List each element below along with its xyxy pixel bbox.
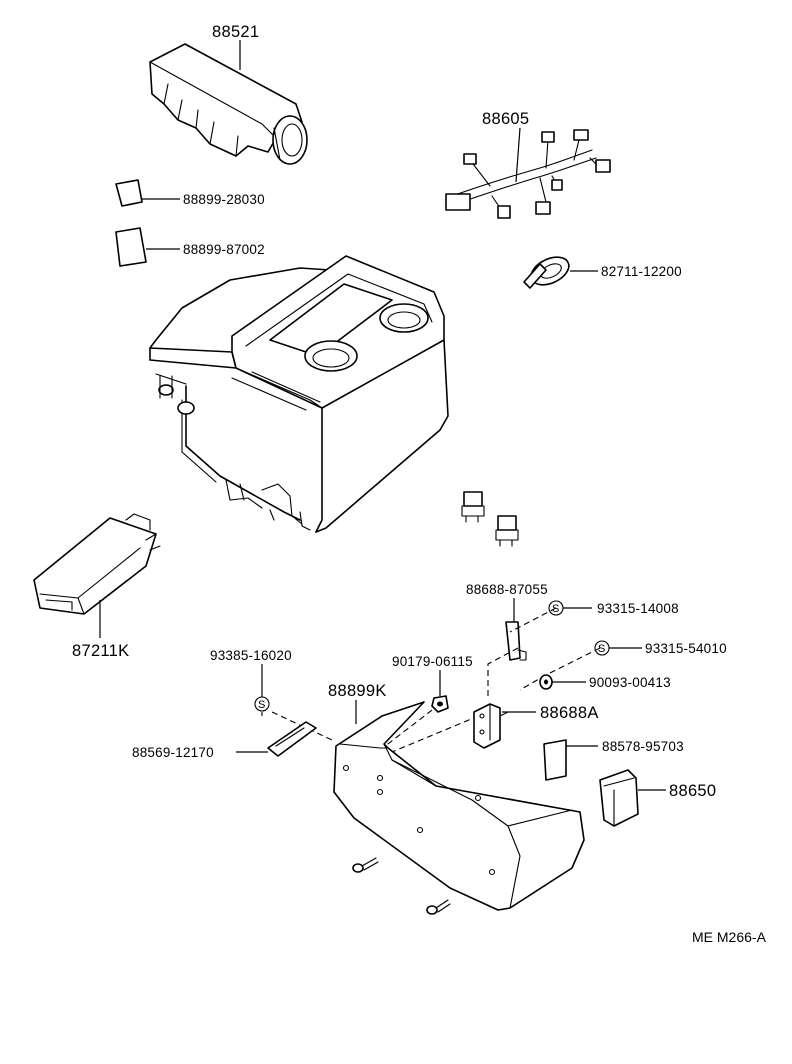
bracket-icon [505,621,527,661]
nut-icon [431,695,449,713]
label-88688A: 88688A [540,704,599,722]
label-icon [543,739,567,781]
cap-icon [599,769,639,827]
svg-text:S: S [258,699,265,711]
label-88650: 88650 [669,782,716,800]
label-93315-14008: 93315-14008 [597,601,679,616]
label-88899K: 88899K [328,682,387,700]
grille-icon [267,721,317,757]
screw-icon [352,857,451,915]
label-88899-28030: 88899-28030 [183,192,265,207]
label-icon [115,179,147,267]
washer-icon [539,674,553,690]
label-88578-95703: 88578-95703 [602,739,684,754]
wire-harness-icon [445,129,611,219]
label-93315-54010: 93315-54010 [645,641,727,656]
cooler-unit-icon [33,513,161,615]
heater-unit-icon [149,255,449,533]
label-90093-00413: 90093-00413 [589,675,671,690]
reference-code: ME M266-A [692,929,767,945]
svg-text:S: S [552,603,559,615]
label-82711-12200: 82711-12200 [601,264,682,279]
bracket-icon [473,703,509,749]
cover-panel-icon [333,701,585,911]
label-93385-16020: 93385-16020 [210,648,292,663]
svg-text:S: S [598,643,605,655]
label-90179-06115: 90179-06115 [392,654,473,669]
air-duct-icon [149,43,308,165]
connector-icon [461,491,519,547]
label-87211K: 87211K [72,642,129,660]
label-88569-12170: 88569-12170 [132,745,214,760]
label-88521: 88521 [212,23,259,41]
label-88688-87055: 88688-87055 [466,582,548,597]
clamp-icon [523,256,570,289]
label-88899-87002: 88899-87002 [183,242,265,257]
label-88605: 88605 [482,110,529,128]
